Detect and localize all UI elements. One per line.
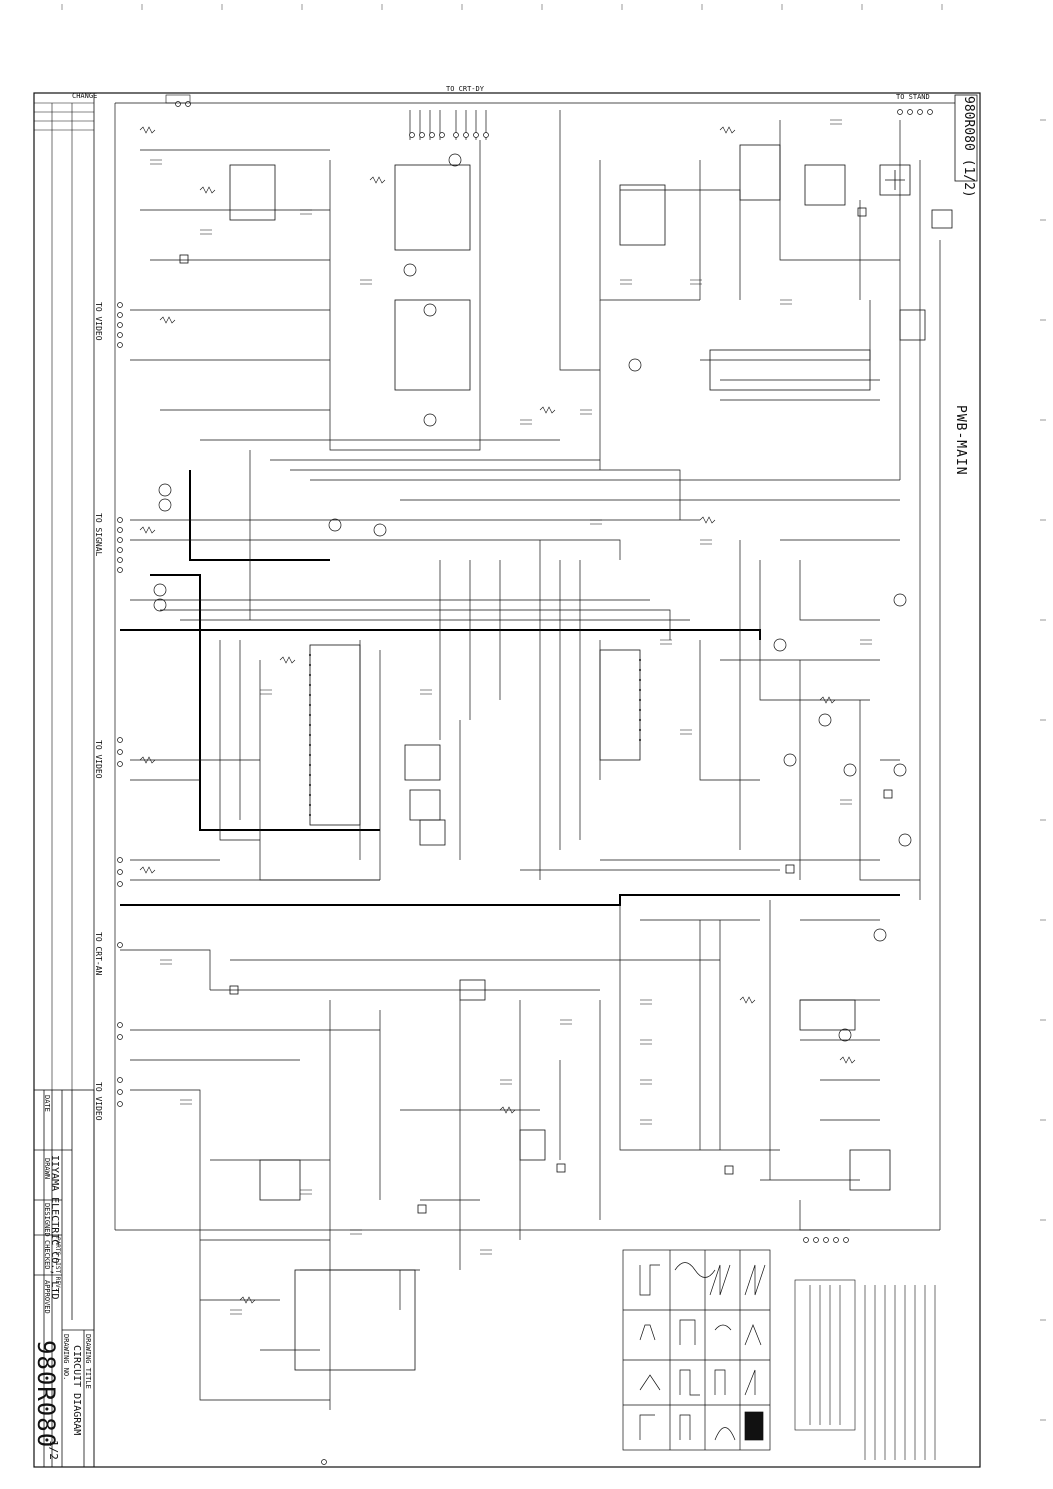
designed-label: DESIGNED [43,1203,51,1237]
drawing-title-label: DRAWING TITLE [84,1334,92,1389]
revision-header: CHANGE [72,92,98,100]
drawn-label: DRAWN [43,1158,51,1180]
approved-label: APPROVED [43,1280,51,1314]
sheet-title: 980R080 (1/2) [961,96,976,198]
transistors [153,153,912,1042]
header-box [165,94,191,104]
zone-ticks-right [1040,119,1046,1421]
zone-ticks-top [61,4,943,10]
drawing-title: CIRCUIT DIAGRAM [71,1345,82,1436]
dc-jack [931,209,953,229]
component-ticks [150,119,872,1315]
inner-border [93,92,981,1468]
connector-label-video-1: TO VIDEO [94,302,103,341]
title-block [33,1089,95,1468]
checked-label: CHECKED [43,1240,51,1270]
revision-strip [34,102,94,1090]
drawing-sheet: 1/2 [47,1440,60,1460]
waveform-table [622,1249,771,1451]
connector-label-signal: TO SIGNAL [94,513,103,557]
date-label: DATE [43,1095,51,1112]
ic-pin-dots [309,654,641,816]
signal-wires [114,102,960,1410]
connector-label-crt-dy: TO CRT-DY [446,85,484,93]
notes-block [794,1279,936,1460]
sheet-title-box [954,94,978,182]
ic-blocks [229,144,926,1371]
resistors [139,126,856,1304]
connector-label-video-2: TO VIDEO [94,740,103,779]
connector-label-video-3: TO VIDEO [94,1082,103,1121]
drawing-no-label: DRAWING NO. [62,1334,70,1381]
test-points [179,207,893,1214]
connector-label-stand: TO STAND [896,93,930,101]
connector-label-crt-an: TO CRT-AN [94,932,103,976]
parts-list-label: PARTS LIST REV. [54,1237,61,1292]
board-label: PWB-MAIN [953,405,968,476]
drawing-number: 980R080 [32,1340,60,1449]
transformer [879,164,911,196]
connector-pins [117,101,933,1465]
